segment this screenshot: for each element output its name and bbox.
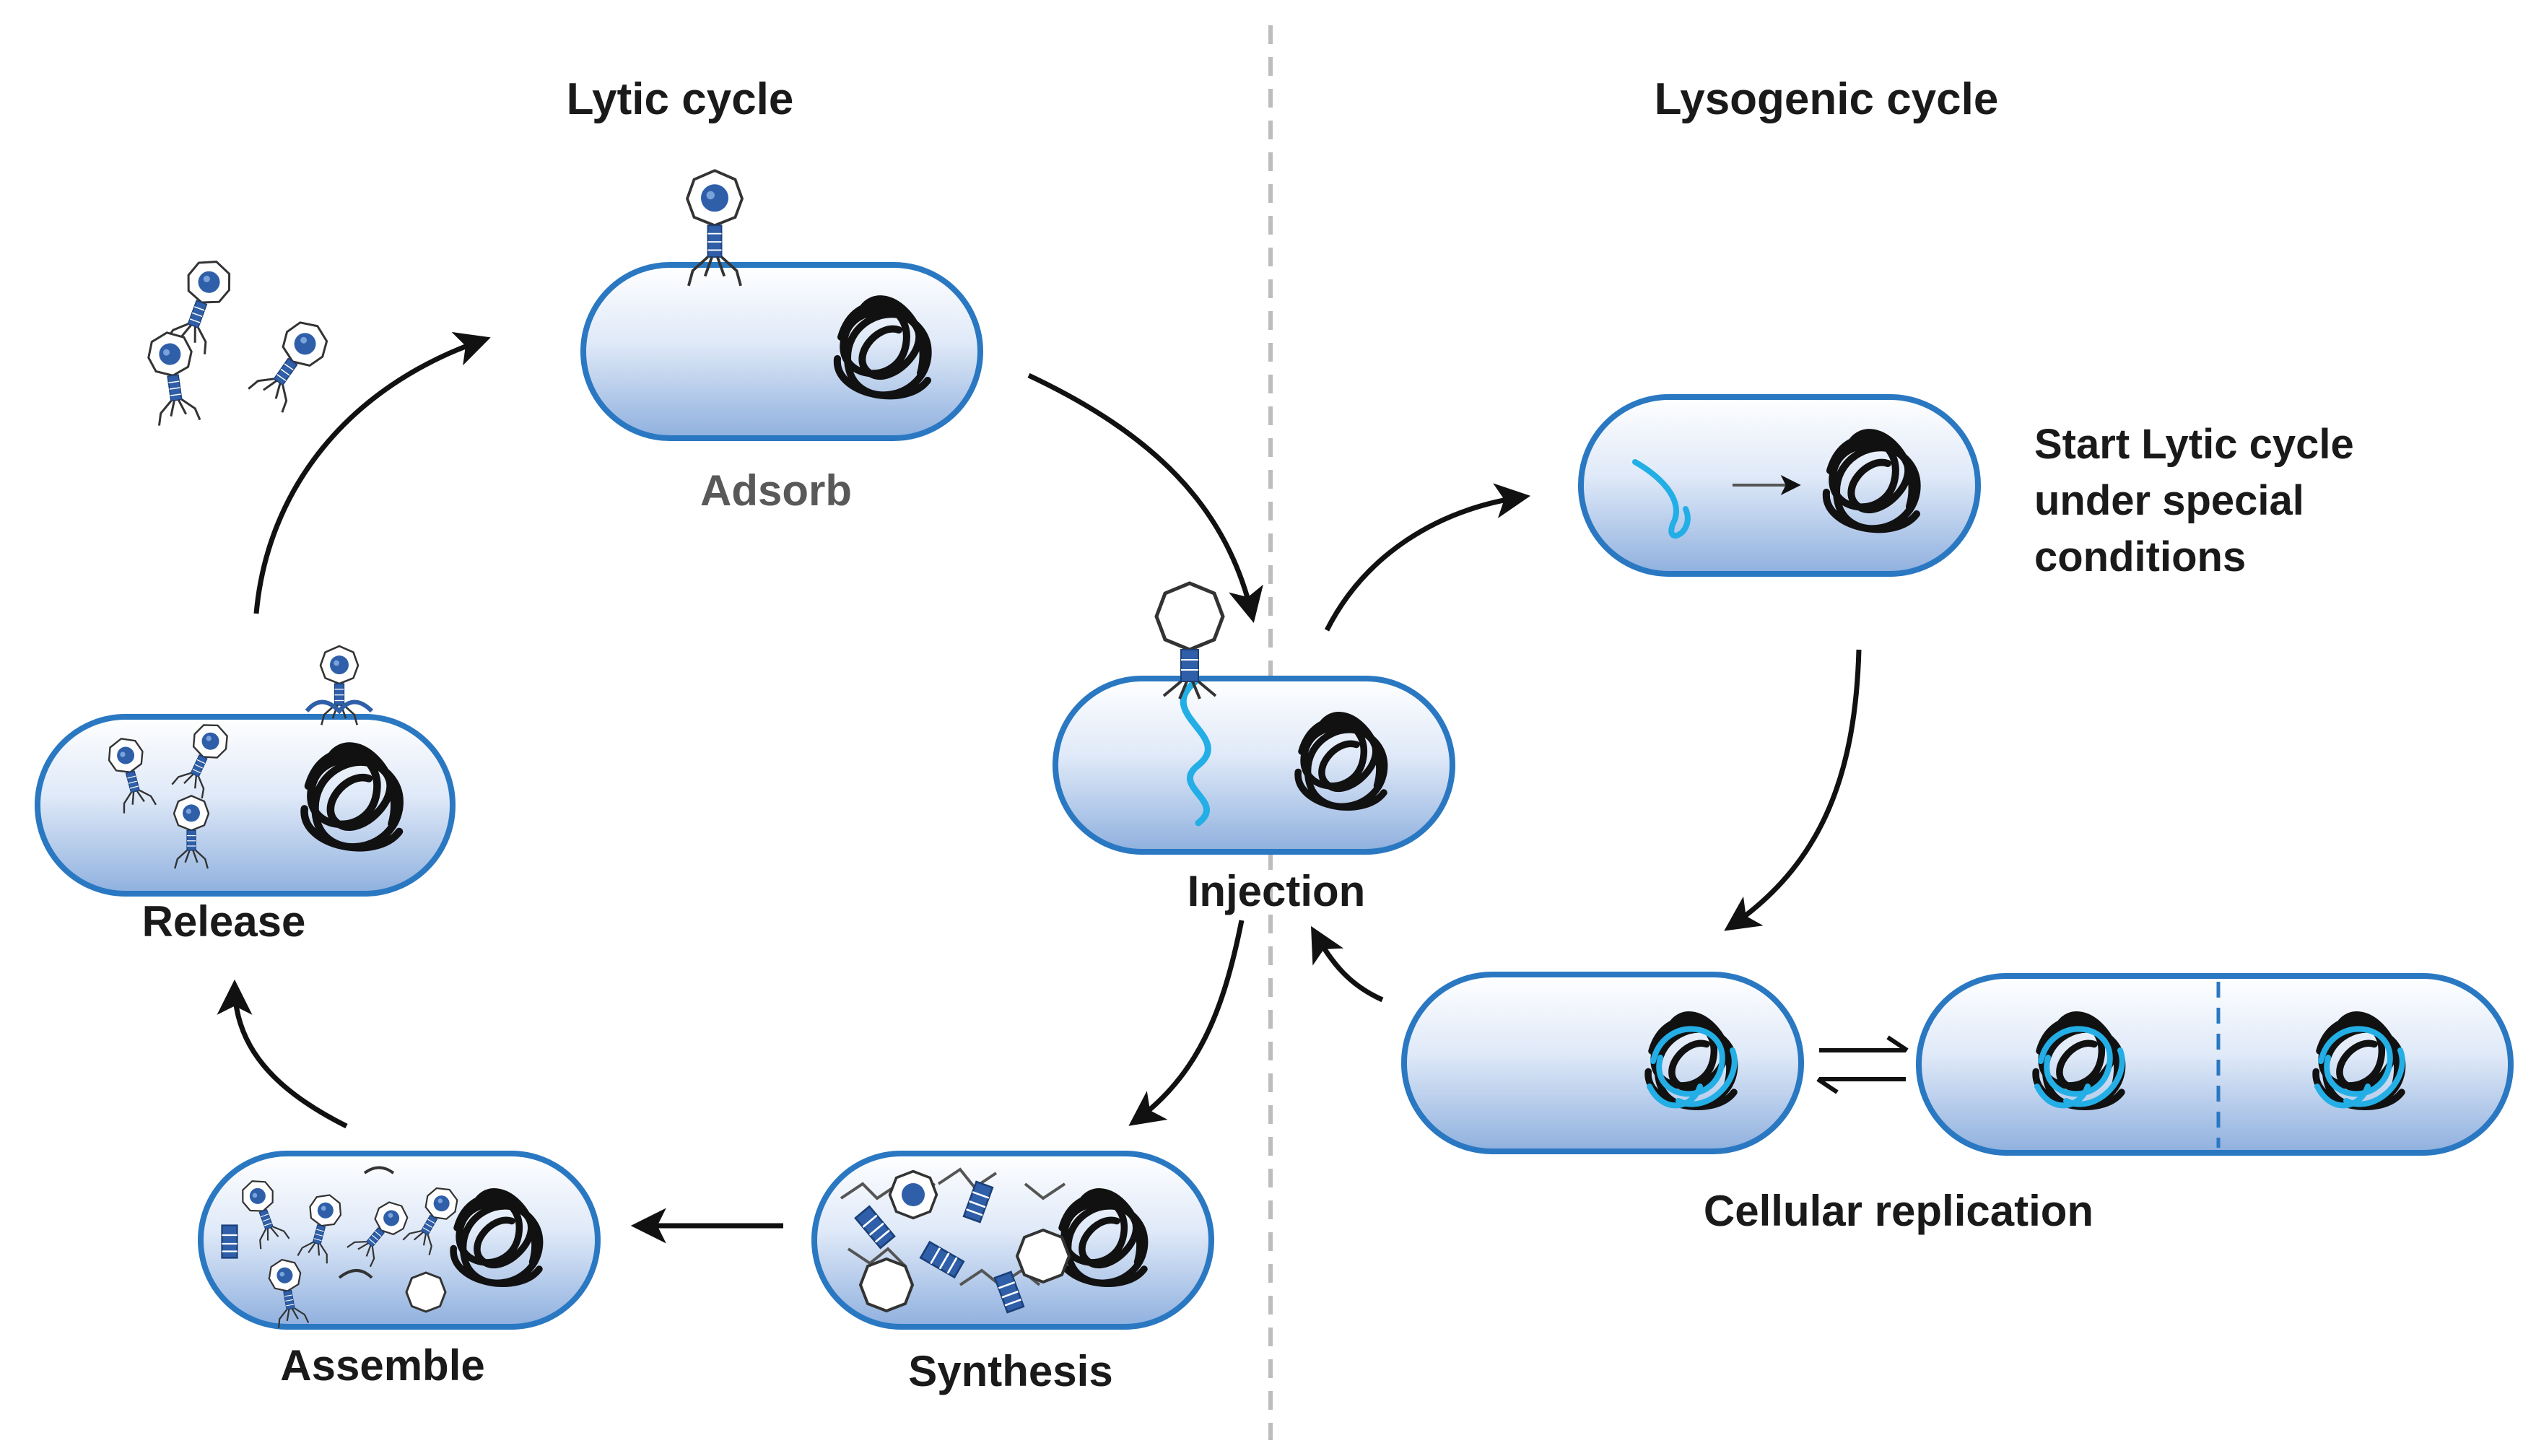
release-cell bbox=[35, 645, 456, 897]
arrow-release-to-adsorb bbox=[253, 331, 491, 614]
injection-cell bbox=[1053, 581, 1455, 855]
phage-dna bbox=[1180, 679, 1211, 827]
cycle-arrows bbox=[217, 331, 1862, 1244]
lytic-note-line3: conditions bbox=[2034, 533, 2246, 580]
injection-label: Injection bbox=[1188, 867, 1366, 915]
arrow-injection-to-prophage bbox=[1324, 483, 1531, 632]
lytic-cycle-title: Lytic cycle bbox=[567, 74, 794, 124]
arrow-adsorb-to-injection bbox=[1027, 372, 1263, 623]
lysogenic-cycle-title: Lysogenic cycle bbox=[1655, 74, 1999, 124]
lytic-note-line1: Start Lytic cycle bbox=[2034, 421, 2354, 468]
arrow-assemble-to-release bbox=[217, 979, 348, 1129]
lytic-note-line2: under special bbox=[2034, 477, 2304, 524]
release-label: Release bbox=[142, 897, 306, 946]
adsorb-label: Adsorb bbox=[700, 466, 852, 515]
free-phages bbox=[144, 253, 336, 427]
arrow-prophage-to-replication bbox=[1724, 649, 1862, 931]
replication-label: Cellular replication bbox=[1704, 1187, 2093, 1235]
assemble-label: Assemble bbox=[280, 1341, 484, 1390]
dividing-cell bbox=[1916, 973, 2514, 1156]
equilibrium-arrows bbox=[1816, 1035, 1909, 1094]
arrow-injection-to-synthesis bbox=[1128, 920, 1245, 1126]
adsorb-cell bbox=[580, 169, 983, 441]
synthesis-label: Synthesis bbox=[908, 1347, 1112, 1395]
assemble-cell bbox=[198, 1151, 601, 1330]
arrow-replication-to-injection bbox=[1311, 925, 1384, 1003]
synthesis-cell bbox=[811, 1151, 1214, 1330]
prophage-cell bbox=[1578, 394, 1981, 577]
lysogen-cell bbox=[1401, 972, 1804, 1154]
